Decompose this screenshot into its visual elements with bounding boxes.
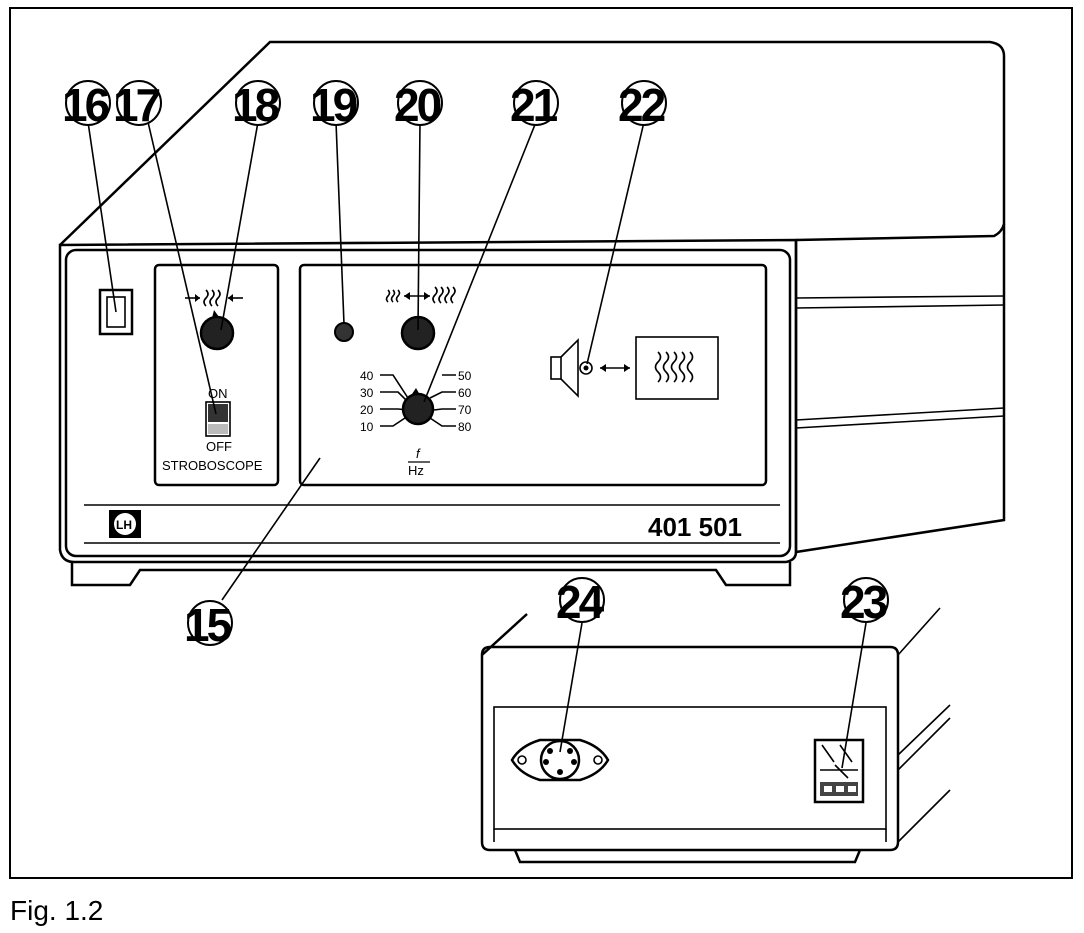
- freq-unit-hz: Hz: [408, 463, 424, 478]
- callout-22: 22: [618, 79, 668, 131]
- power-switch[interactable]: [98, 288, 134, 336]
- callout-19: 19: [310, 79, 360, 131]
- freq-tick-70: 70: [458, 403, 472, 417]
- din-socket[interactable]: [510, 738, 610, 782]
- svg-text:16: 16: [62, 79, 109, 131]
- callout-24: 24: [556, 576, 608, 628]
- callout-23: 23: [840, 576, 890, 628]
- rear-panel: [493, 706, 887, 830]
- svg-text:19: 19: [310, 79, 357, 131]
- svg-text:23: 23: [840, 576, 887, 628]
- callout-17: 17: [113, 79, 163, 131]
- freq-tick-80: 80: [458, 420, 472, 434]
- svg-text:17: 17: [113, 79, 160, 131]
- freq-tick-50: 50: [458, 369, 472, 383]
- freq-tick-40: 40: [360, 369, 374, 383]
- housing-front: [58, 238, 798, 564]
- housing-base: [70, 562, 792, 587]
- callout-18: 18: [232, 79, 283, 131]
- freq-tick-30: 30: [360, 386, 374, 400]
- freq-unit-f: f: [416, 446, 421, 461]
- figure-frame: [9, 7, 1073, 879]
- frequency-dial: [380, 374, 456, 427]
- callout-20: 20: [394, 79, 444, 131]
- housing-top: [59, 40, 1006, 246]
- switch-off-label: OFF: [206, 439, 232, 454]
- freq-tick-10: 10: [360, 420, 374, 434]
- svg-text:24: 24: [556, 576, 605, 628]
- front-bezel: [64, 248, 792, 558]
- svg-text:21: 21: [510, 79, 558, 131]
- figure-caption: Fig. 1.2: [10, 895, 103, 926]
- callout-15: 15: [184, 599, 235, 651]
- speaker-output-icon: [550, 336, 719, 400]
- strobe-knob[interactable]: [199, 315, 235, 351]
- callout-21: 21: [510, 79, 561, 131]
- svg-text:22: 22: [618, 79, 665, 131]
- callout-16: 16: [62, 79, 112, 131]
- freq-tick-60: 60: [458, 386, 472, 400]
- strobe-onoff-switch[interactable]: [205, 401, 231, 437]
- freq-tick-20: 20: [360, 403, 374, 417]
- indicator-lamp: [334, 322, 354, 342]
- output-socket[interactable]: [579, 361, 593, 375]
- stroboscope-panel: [153, 263, 280, 487]
- mains-socket[interactable]: [813, 738, 865, 804]
- amplitude-icon: [385, 286, 456, 304]
- housing-side: [794, 224, 1006, 554]
- lh-logo: LH: [116, 518, 132, 532]
- rear-housing: [480, 613, 900, 852]
- frequency-knob[interactable]: [401, 392, 435, 426]
- svg-text:18: 18: [232, 79, 280, 131]
- strobe-wave-icon: [185, 289, 243, 307]
- stroboscope-label: STROBOSCOPE: [162, 458, 263, 473]
- model-number: 401 501: [648, 512, 742, 542]
- generator-panel: [298, 263, 768, 487]
- svg-text:15: 15: [184, 599, 232, 651]
- svg-text:20: 20: [394, 79, 441, 131]
